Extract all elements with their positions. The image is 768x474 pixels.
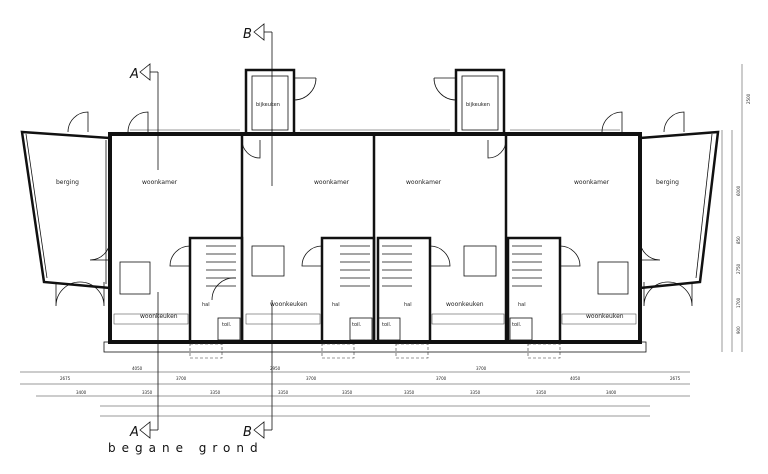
berging-left (20, 130, 112, 307)
dimension-texts-row1: 2675 4050 3700 2950 3700 3700 3700 4050 … (60, 366, 681, 381)
label-hal-3: hal (404, 302, 412, 308)
dimension-lines-right (721, 64, 743, 352)
label-hal-4: hal (518, 302, 526, 308)
label-bijkeuken-1: bijkeuken (256, 102, 280, 108)
dim-r2-5: 3350 (404, 390, 415, 395)
dim-right-0: 2500 (746, 93, 751, 104)
dim-r1-2: 3700 (176, 376, 187, 381)
drawing-title: begane grond (108, 441, 264, 455)
dim-r1-5: 3700 (436, 376, 447, 381)
bijkeuken-left (244, 68, 317, 136)
dim-r2-3: 3350 (278, 390, 289, 395)
label-woonkeuken-3: woonkeuken (446, 301, 484, 308)
label-woonkamer-4: woonkamer (574, 179, 610, 186)
dim-r2-6: 3350 (470, 390, 481, 395)
front-windows (67, 111, 685, 133)
dim-r2-1: 3350 (142, 390, 153, 395)
label-toilet-1: toil. (222, 322, 232, 328)
dim-r2-0: 3400 (76, 390, 87, 395)
label-toilet-3: toil. (382, 322, 392, 328)
entry-steps (189, 343, 561, 359)
section-b-top: B (243, 27, 252, 42)
label-hal-2: hal (332, 302, 340, 308)
label-woonkamer-1: woonkamer (142, 179, 178, 186)
stairs-3 (376, 236, 432, 344)
dim-r2-2: 3350 (210, 390, 221, 395)
dim-r1-8: 2675 (670, 376, 681, 381)
kitchen-counters (113, 313, 637, 325)
label-berging-left: berging (56, 179, 79, 186)
dim-r1-0: 2675 (60, 376, 71, 381)
dim-r1-7: 4050 (570, 376, 581, 381)
dim-right-4: 1700 (736, 297, 741, 308)
stairs-2 (320, 236, 376, 344)
label-hal-1: hal (202, 302, 210, 308)
label-bijkeuken-2: bijkeuken (466, 102, 490, 108)
label-woonkamer-2: woonkamer (314, 179, 350, 186)
stairs-1 (188, 236, 244, 344)
label-woonkeuken-4: woonkeuken (586, 313, 624, 320)
berging-right (638, 130, 720, 307)
section-a-bottom: A (129, 425, 139, 440)
dim-right-3: 2750 (736, 263, 741, 274)
dim-r1-4: 3700 (306, 376, 317, 381)
dim-r2-4: 3350 (342, 390, 353, 395)
dim-r1-3: 2950 (270, 366, 281, 371)
section-b-bottom: B (243, 425, 252, 440)
section-a-top: A (129, 67, 139, 82)
dimension-lines-bottom (20, 371, 690, 417)
label-toilet-4: toil. (512, 322, 522, 328)
label-toilet-2: toil. (352, 322, 362, 328)
dim-right-1: 6000 (736, 185, 741, 196)
dim-r2-8: 3400 (606, 390, 617, 395)
bijkeuken-right (433, 68, 506, 136)
label-berging-right: berging (656, 179, 679, 186)
room-labels: berging berging woonkamer woonkamer woon… (56, 102, 679, 328)
label-woonkeuken-1: woonkeuken (140, 313, 178, 320)
dimension-texts-row2: 3400 3350 3350 3350 3350 3350 3350 3350 … (76, 390, 617, 395)
label-woonkeuken-2: woonkeuken (270, 301, 308, 308)
section-labels: A B A B (129, 27, 252, 440)
section-line-a (139, 63, 159, 439)
dimension-texts-right: 2500 6000 850 2750 1700 900 (736, 93, 751, 334)
dim-r2-7: 3350 (536, 390, 547, 395)
dim-right-5: 900 (736, 326, 741, 334)
stairs-4 (506, 236, 562, 344)
dim-right-2: 850 (736, 236, 741, 244)
interior-doors (89, 139, 661, 267)
dining-tables (119, 245, 629, 295)
section-line-b (253, 23, 273, 439)
dim-r1-6: 3700 (476, 366, 487, 371)
label-woonkamer-3: woonkamer (406, 179, 442, 186)
dim-r1-1: 4050 (132, 366, 143, 371)
